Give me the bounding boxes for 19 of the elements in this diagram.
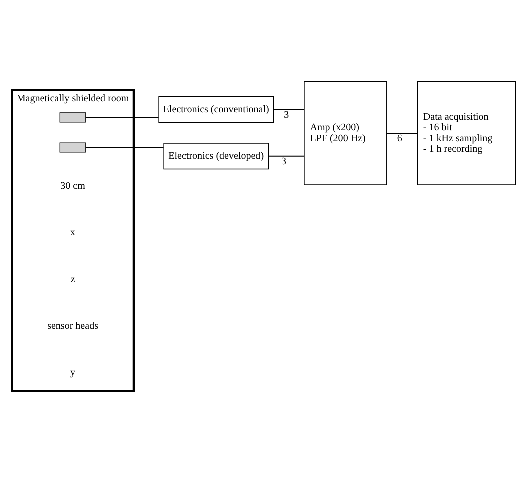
label: z: [70, 274, 75, 286]
connector: [273, 109, 304, 110]
node-box: [59, 142, 86, 153]
edge-label: 3: [284, 110, 289, 121]
label: x: [70, 228, 76, 239]
node-box: Electronics (developed): [163, 143, 269, 170]
node-box: Electronics (conventional): [158, 96, 274, 124]
connector: [386, 132, 418, 134]
label: 30 cm: [60, 181, 85, 192]
node-box: [59, 112, 86, 123]
label: sensor heads: [47, 320, 98, 332]
node-box: Amp (x200) LPF (200 Hz): [304, 82, 387, 186]
label: y: [70, 367, 76, 378]
connector: [268, 156, 304, 157]
edge-label: 6: [396, 133, 402, 144]
connector: [86, 147, 164, 148]
connector: [86, 117, 158, 118]
edge-label: 3: [281, 156, 286, 168]
node-box: Data acquisition - 16 bit - 1 kHz sampling - 1 h recording: [416, 82, 516, 186]
